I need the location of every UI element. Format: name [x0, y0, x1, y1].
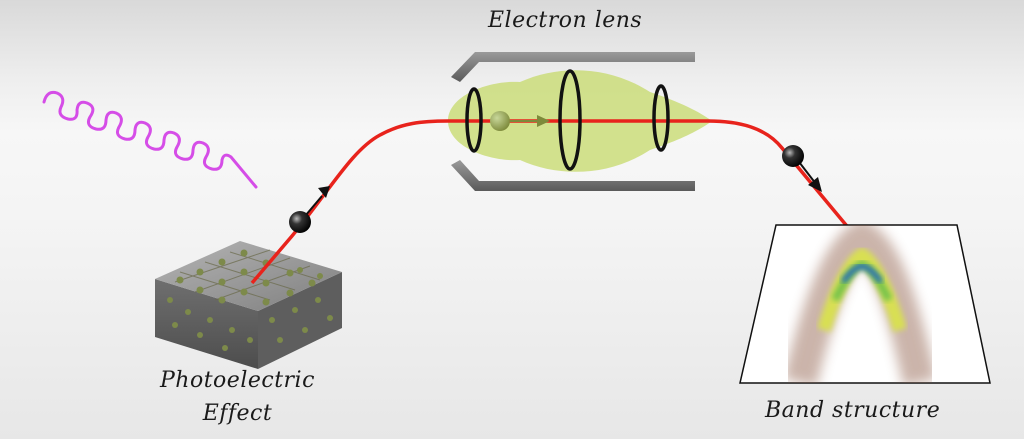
- electron-emitted: [289, 186, 330, 233]
- electron-lens-label: Electron lens: [488, 8, 643, 33]
- photoelectric-label-line2: Effect: [202, 401, 273, 426]
- electron-in-lens: [490, 111, 550, 131]
- photoelectric-effect-label: Photoelectric Effect: [160, 364, 315, 430]
- lens-rings: [465, 69, 670, 171]
- band-structure-label: Band structure: [765, 398, 941, 423]
- photoelectric-label-line1: Photoelectric: [160, 368, 315, 393]
- photon-wave: [42, 90, 258, 189]
- band-structure-screen: [739, 224, 991, 384]
- electron-lens-tube: [451, 52, 695, 191]
- sample-crystal: [155, 241, 342, 369]
- electron-detected: [782, 145, 822, 192]
- electron-trajectory: [250, 119, 858, 285]
